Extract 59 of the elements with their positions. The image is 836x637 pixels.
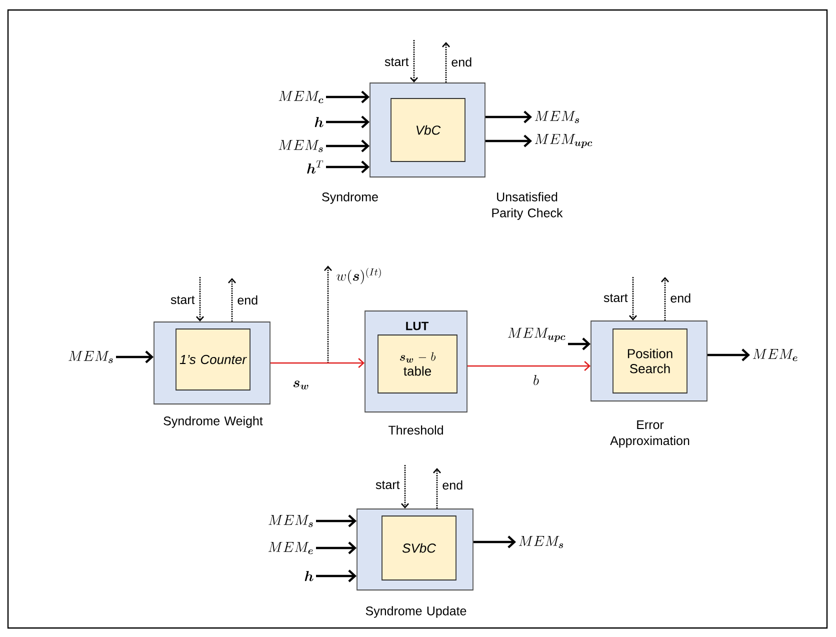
arrow	[410, 40, 418, 83]
variable-label: $w(\boldsymbol{s})^{(It)}$	[336, 268, 381, 284]
arrow	[316, 542, 357, 554]
function-box: 1’s Counter	[176, 328, 250, 390]
arrow	[485, 134, 532, 148]
block-caption: Syndrome Weight	[164, 416, 263, 428]
edge-label: $b$	[534, 375, 539, 386]
edge-label: end	[238, 295, 258, 305]
edge-label: start	[376, 480, 400, 490]
variable-label: $MEM_{\boldsymbol{s}}$	[518, 536, 564, 548]
arrow	[316, 570, 357, 582]
function-box: $\boldsymbol{s}_{\boldsymbol{w}}-b$ table	[378, 334, 458, 394]
arrow	[442, 42, 450, 83]
function-box: SVbC	[382, 516, 456, 580]
arrow	[326, 160, 370, 174]
arrow	[326, 116, 370, 128]
edge-label: start	[170, 296, 195, 304]
block-caption: Syndrome	[322, 192, 378, 204]
function-box: Position Search	[612, 328, 688, 394]
variable-label: $\boldsymbol{h}^{T}$	[307, 160, 324, 174]
block-caption: Error Approximation	[610, 420, 690, 448]
block-caption: Unsatisfied Parity Check	[492, 192, 563, 220]
edge-label: $\boldsymbol{s}_{\boldsymbol{w}}$	[293, 380, 308, 390]
block-caption: Threshold	[388, 425, 443, 435]
arrow	[433, 468, 441, 509]
arrow	[228, 278, 236, 322]
variable-label: $MEM_{\boldsymbol{upc}}$	[534, 134, 592, 148]
edge-label: end	[442, 480, 462, 490]
arrow	[401, 465, 409, 509]
arrow	[116, 350, 154, 364]
arrow	[324, 266, 332, 363]
arrow	[485, 110, 532, 124]
arrow	[196, 277, 204, 322]
variable-label: $MEM_{\boldsymbol{c}}$	[278, 91, 324, 104]
arrow	[568, 338, 591, 350]
block-caption: Syndrome Update	[366, 606, 466, 618]
arrow	[316, 514, 357, 528]
edge-label: start	[604, 294, 628, 302]
arrow	[467, 361, 591, 371]
variable-label: $MEM_{\boldsymbol{e}}$	[268, 542, 313, 554]
edge-label: start	[384, 58, 409, 66]
variable-label: $\boldsymbol{h}$	[314, 117, 324, 128]
function-box: VbC	[390, 98, 466, 162]
arrow	[661, 277, 669, 321]
arrow	[326, 140, 370, 152]
arrow	[473, 536, 516, 548]
edge-label: end	[670, 293, 690, 303]
arrow	[270, 358, 365, 368]
variable-label: $MEM_{\boldsymbol{s}}$	[68, 351, 113, 364]
variable-label: $MEM_{\boldsymbol{e}}$	[752, 349, 798, 362]
edge-label: end	[452, 57, 472, 67]
arrow	[326, 90, 370, 104]
arrow	[629, 277, 637, 321]
variable-label: $MEM_{\boldsymbol{s}}$	[534, 111, 580, 124]
variable-label: $MEM_{\boldsymbol{s}}$	[268, 515, 313, 528]
arrow	[707, 348, 750, 362]
variable-label: $MEM_{\boldsymbol{upc}}$	[508, 328, 566, 342]
variable-label: $MEM_{\boldsymbol{s}}$	[278, 140, 323, 152]
variable-label: $\boldsymbol{h}$	[304, 571, 314, 582]
